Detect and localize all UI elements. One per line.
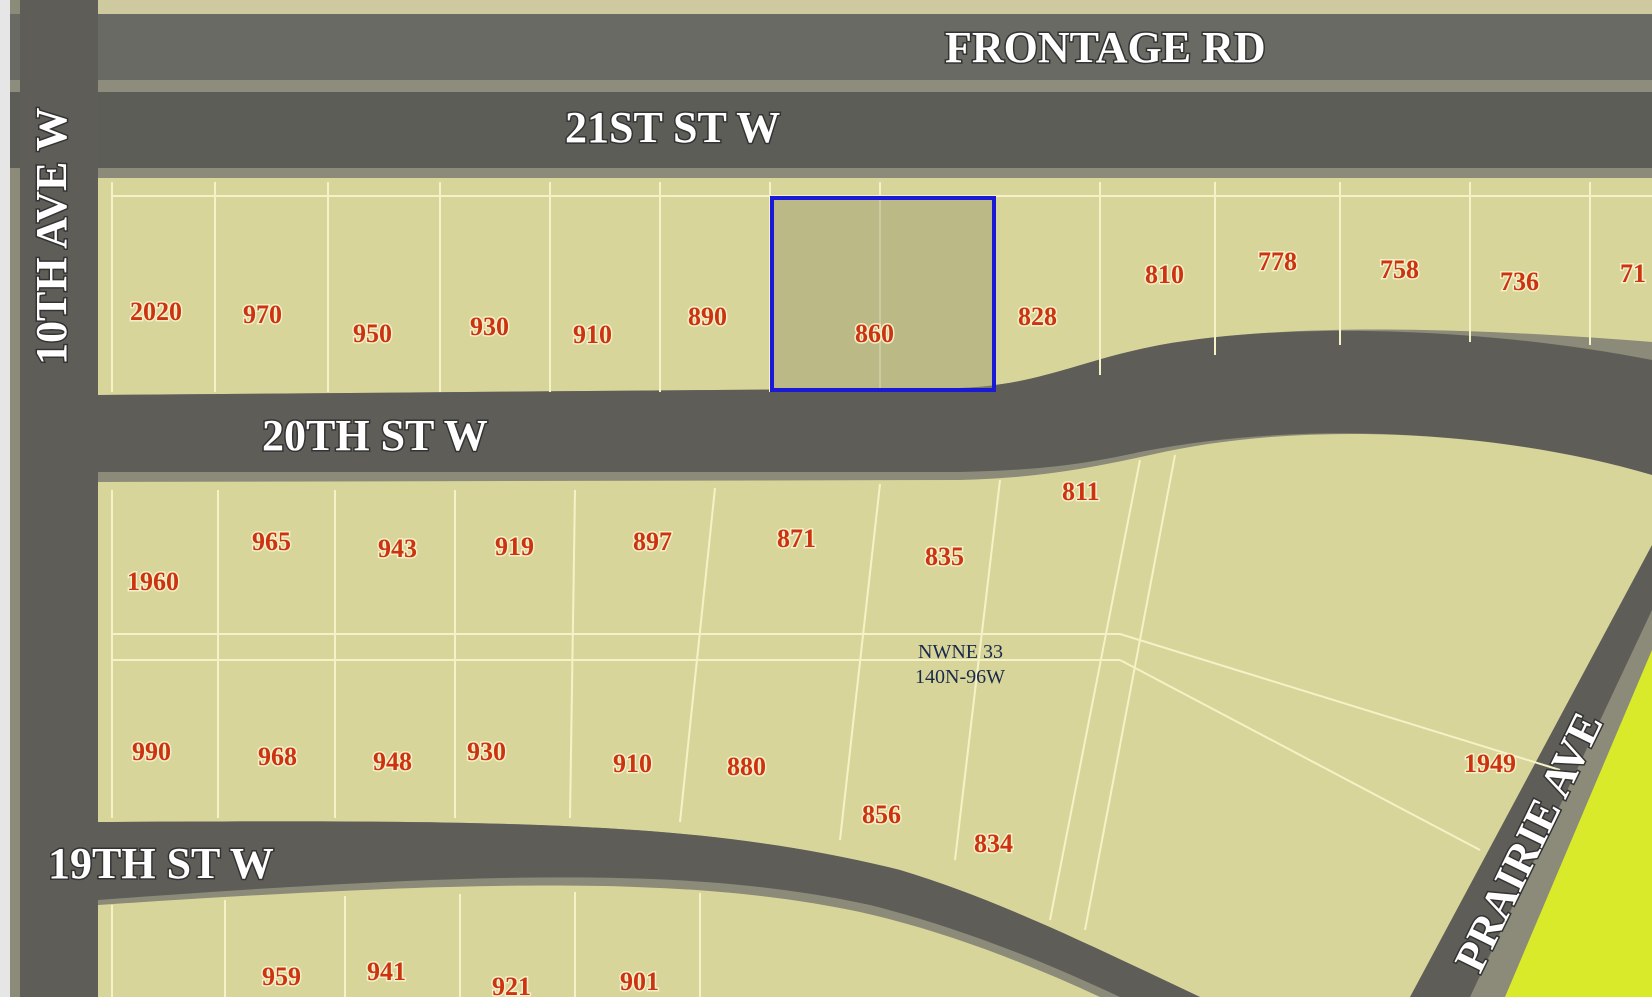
highlight-zone [1505, 650, 1652, 997]
parcel-label[interactable]: 970 [242, 299, 284, 331]
road-19th-st [98, 821, 1200, 997]
parcel-lines-south [111, 892, 701, 997]
parcel-label[interactable]: 930 [469, 311, 511, 343]
road-frontage-rd [10, 14, 1652, 84]
parcel-label[interactable]: 1949 [1463, 748, 1518, 780]
parcel-label[interactable]: 930 [466, 736, 508, 768]
parcel-label[interactable]: 2020 [129, 296, 184, 328]
parcel-label[interactable]: 880 [726, 751, 768, 783]
block-middle [98, 433, 1652, 997]
parcel-label[interactable]: 856 [861, 799, 903, 831]
parcel-label[interactable]: 778 [1257, 246, 1299, 278]
street-label-21st-st: 21ST ST W [565, 103, 780, 152]
section-label-line2: 140N-96W [915, 666, 1005, 688]
parcel-label[interactable]: 901 [619, 966, 661, 997]
block-south [98, 885, 1100, 997]
parcel-label[interactable]: 871 [776, 523, 818, 555]
parcel-label[interactable]: 758 [1379, 254, 1421, 286]
parcel-label[interactable]: 910 [572, 319, 614, 351]
street-label-20th-st: 20TH ST W [262, 411, 488, 460]
road-21st-st [10, 92, 1652, 168]
parcel-label[interactable]: 950 [352, 318, 394, 350]
median-strip [10, 80, 1652, 92]
parcel-label[interactable]: 959 [261, 961, 303, 993]
parcel-label[interactable]: 897 [632, 526, 674, 558]
parcel-label[interactable]: 71 [1619, 258, 1648, 290]
parcel-label[interactable]: 919 [494, 531, 536, 563]
parcel-label[interactable]: 968 [257, 741, 299, 773]
parcel-label[interactable]: 990 [131, 736, 173, 768]
parcel-strip-top [90, 0, 1652, 14]
parcel-label[interactable]: 835 [924, 541, 966, 573]
parcel-label[interactable]: 948 [372, 746, 414, 778]
parcel-label[interactable]: 910 [612, 748, 654, 780]
parcel-label[interactable]: 810 [1144, 259, 1186, 291]
parcel-label[interactable]: 1960 [126, 566, 181, 598]
parcel-label[interactable]: 834 [973, 828, 1015, 860]
parcel-label[interactable]: 811 [1061, 476, 1102, 508]
selected-parcel-label[interactable]: 860 [854, 318, 896, 350]
map-frame-left [0, 0, 10, 997]
parcel-label[interactable]: 828 [1017, 301, 1059, 333]
block-north [98, 178, 1652, 395]
selected-parcel-outline[interactable] [770, 196, 996, 392]
street-label-10th-ave: 10TH AVE W [27, 107, 76, 365]
parcel-lines-middle [111, 454, 1561, 931]
road-prairie-ave [1410, 545, 1652, 997]
parcel-label[interactable]: 736 [1499, 266, 1541, 298]
parcel-label[interactable]: 890 [687, 301, 729, 333]
parcel-label[interactable]: 943 [377, 533, 419, 565]
road-20th-st [98, 330, 1652, 475]
section-label-line1: NWNE 33 [918, 641, 1003, 663]
street-label-19th-st: 19TH ST W [48, 839, 274, 888]
parcel-label[interactable]: 941 [366, 956, 408, 988]
parcel-label[interactable]: 965 [251, 526, 293, 558]
street-label-frontage-rd: FRONTAGE RD [945, 23, 1266, 72]
road-10th-ave [20, 0, 98, 997]
parcel-label[interactable]: 921 [491, 971, 533, 997]
